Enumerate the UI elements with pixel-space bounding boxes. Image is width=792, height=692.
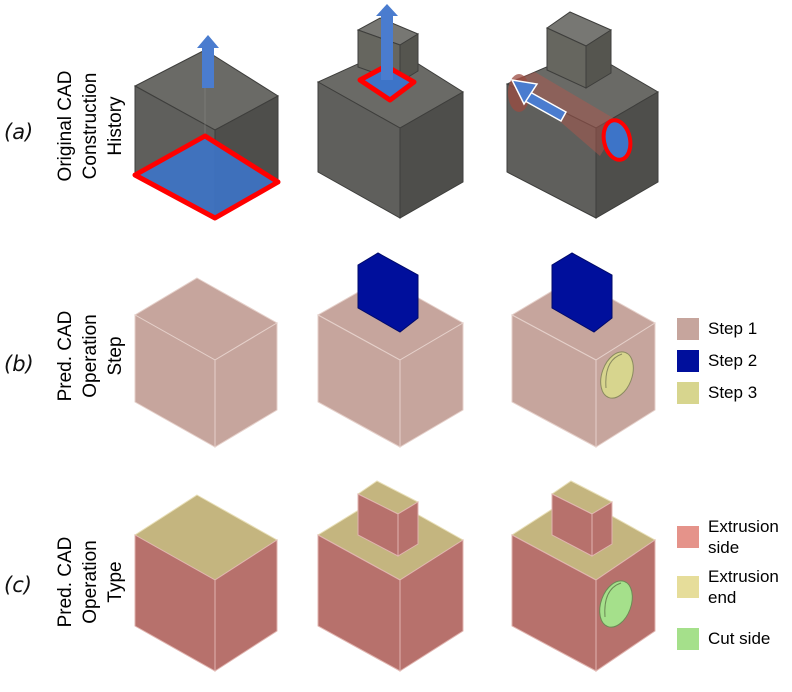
history-step3-cut-arrow-icon: [510, 79, 568, 123]
step-pred-model-2: [316, 252, 465, 448]
step-pred-3-boss: [551, 252, 613, 333]
type-pred-1-right-face: [214, 539, 278, 672]
legend-step-2-label: Step 2: [708, 351, 758, 370]
legend-type-extrusion-side-swatch: [677, 526, 699, 548]
history-step1-sketch-profile: [132, 133, 281, 221]
legend-step-3-swatch: [677, 382, 699, 404]
legend-type-cut-side-label: Cut side: [708, 629, 771, 648]
step-pred-1-right-face: [214, 322, 278, 448]
type-pred-model-2: [317, 480, 464, 672]
legend-type-cut-side-swatch: [677, 628, 699, 650]
step-pred-model-1: [134, 277, 278, 448]
type-pred-2-boss-right: [397, 501, 419, 557]
step-pred-3-hole: [600, 351, 634, 399]
legend-type-extrusion-side-label: Extrusion side: [708, 517, 779, 557]
history-step2-sketch-profile: [357, 63, 417, 103]
history-step1-model: [132, 35, 281, 221]
legend-step-1: Step 1: [677, 318, 757, 340]
history-step3-boss-right: [585, 29, 612, 89]
type-pred-model-3: [511, 480, 656, 672]
history-step2-right-face: [399, 91, 464, 219]
history-step3-cut-sketch-profile: [601, 118, 633, 162]
row-c-letter: (c): [4, 573, 32, 597]
legend-type-extrusion-end-swatch: [677, 576, 699, 598]
type-pred-3-boss-right: [591, 501, 613, 557]
legend-type-cut-side: Cut side: [677, 628, 770, 650]
legend-step-2: Step 2: [677, 350, 757, 372]
history-step2-extrude-arrow-icon: [376, 4, 398, 80]
step-pred-2-boss: [357, 252, 419, 333]
row-b-letter: (b): [4, 352, 34, 376]
legend-type-extrusion-end-label: Extrusion end: [708, 567, 779, 607]
history-step3-cut-sweep: [512, 72, 620, 156]
step-pred-2-right-face: [399, 322, 464, 448]
type-pred-model-1: [134, 494, 278, 672]
step-pred-model-3: [510, 252, 656, 448]
history-step1-extrude-arrow-icon: [197, 35, 219, 88]
legend-step-1-swatch: [677, 318, 699, 340]
legend-step-3: Step 3: [677, 382, 757, 404]
legend-type-extrusion-end: Extrusion end: [677, 566, 779, 608]
history-step2-model: [316, 4, 464, 219]
type-pred-3-hole: [599, 580, 633, 628]
row-a-letter: (a): [4, 120, 34, 144]
legend-step-3-label: Step 3: [708, 383, 758, 402]
history-step2-boss-right: [399, 33, 419, 83]
legend-step-2-swatch: [677, 350, 699, 372]
legend-type-extrusion-side: Extrusion side: [677, 516, 779, 558]
history-step3-model: [505, 11, 659, 219]
type-pred-2-right-face: [399, 539, 464, 672]
legend-step-1-label: Step 1: [708, 319, 758, 338]
